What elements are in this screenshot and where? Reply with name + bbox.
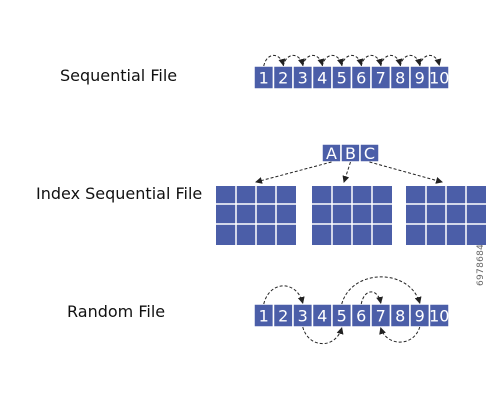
sequential-cell-label: 9: [415, 69, 425, 88]
random-cell: 8: [389, 303, 411, 328]
sequential-cell: 5: [331, 65, 353, 90]
index-cell-label: C: [364, 144, 375, 163]
sequential-cell: 1: [253, 65, 275, 90]
sequential-file-label: Sequential File: [60, 66, 178, 85]
index-pointer-arrow: [342, 161, 351, 183]
data-block: [406, 186, 486, 245]
sequential-next-arrow: [282, 54, 305, 67]
random-access-arrow: [263, 285, 305, 305]
random-cell-label: 3: [298, 307, 308, 326]
index-cell-label: A: [326, 144, 337, 163]
data-block: [312, 186, 392, 245]
random-cell-label: 9: [415, 307, 425, 326]
index-cell: C: [359, 143, 380, 163]
sequential-cell: 9: [409, 65, 431, 90]
sequential-cell-label: 5: [337, 69, 347, 88]
random-file-label: Random File: [67, 302, 166, 321]
sequential-cell-label: 2: [278, 69, 288, 88]
index-cell: B: [340, 143, 361, 163]
sequential-cell: 2: [272, 65, 294, 90]
random-cell: 1: [253, 303, 275, 328]
index-cell: A: [321, 143, 342, 163]
random-cell-label: 2: [278, 307, 288, 326]
sequential-next-arrow: [302, 54, 325, 67]
sequential-cell-label: 7: [376, 69, 386, 88]
random-cell: 2: [272, 303, 294, 328]
index-pointer-arrow: [255, 161, 332, 184]
random-cell-label: 4: [317, 307, 327, 326]
sequential-cell-label: 8: [395, 69, 405, 88]
random-cell: 6: [350, 303, 372, 328]
index-pointer-arrow: [369, 161, 443, 184]
sequential-next-arrow: [321, 54, 344, 67]
random-cell-label: 10: [429, 307, 449, 326]
sequential-cell: 7: [370, 65, 392, 90]
random-cell: 7: [370, 303, 392, 328]
sequential-next-arrow: [341, 54, 364, 67]
random-cell-label: 1: [259, 307, 269, 326]
random-cell: 3: [292, 303, 314, 328]
sequential-cell-label: 6: [356, 69, 366, 88]
data-block: [216, 186, 296, 245]
sequential-next-arrow: [419, 54, 442, 67]
index-cell-label: B: [345, 144, 356, 163]
sequential-cell-label: 10: [429, 69, 449, 88]
sequential-next-arrow: [360, 54, 383, 67]
random-cell: 4: [311, 303, 333, 328]
random-cell-label: 6: [356, 307, 366, 326]
sequential-cell-label: 4: [317, 69, 327, 88]
sequential-cell: 8: [389, 65, 411, 90]
random-cell-label: 7: [376, 307, 386, 326]
random-access-arrow: [341, 276, 422, 305]
random-cell: 5: [331, 303, 353, 328]
random-access-arrow: [302, 326, 344, 344]
sequential-cell-label: 3: [298, 69, 308, 88]
sequential-next-arrow: [399, 54, 422, 67]
random-cell: 10: [428, 303, 450, 328]
random-access-arrow: [379, 326, 421, 343]
random-access-arrow: [360, 291, 383, 305]
sequential-cell-label: 1: [259, 69, 269, 88]
sequential-cell: 3: [292, 65, 314, 90]
sequential-next-arrow: [380, 54, 403, 67]
random-cell: 9: [409, 303, 431, 328]
sequential-cell: 4: [311, 65, 333, 90]
index-sequential-file-label: Index Sequential File: [36, 184, 203, 203]
random-cell-label: 5: [337, 307, 347, 326]
sequential-cell: 10: [428, 65, 450, 90]
sequential-next-arrow: [263, 54, 286, 67]
sequential-cell: 6: [350, 65, 372, 90]
random-cell-label: 8: [395, 307, 405, 326]
